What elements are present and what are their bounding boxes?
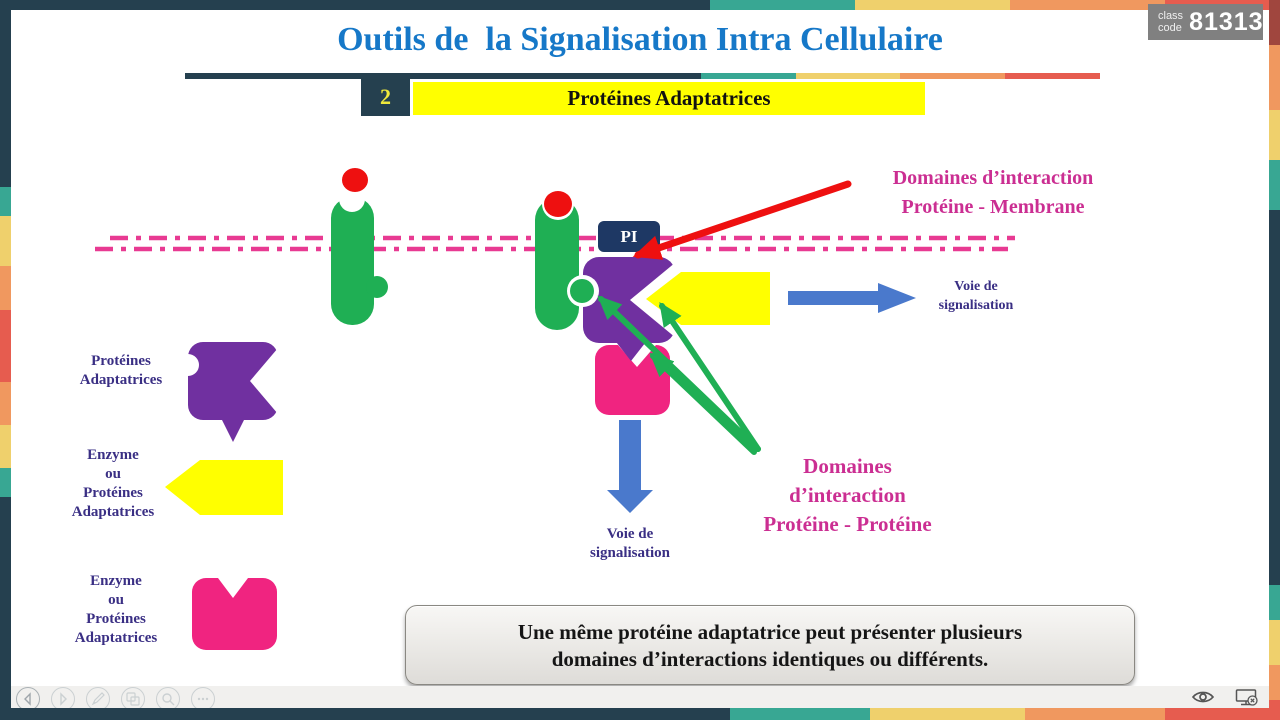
presenter-toolbar [11,686,1269,711]
label-line: Protéines [83,485,143,501]
protein-interaction-arrow-2 [659,302,761,452]
protein-interaction-arrow-1 [597,295,761,452]
note-box: Une même protéine adaptatrice peut prése… [405,605,1135,685]
strip-segment [1025,708,1165,720]
label-line: Protéines [86,611,146,627]
label-line: ou [105,466,121,482]
class-code-badge: class code 81313 [1148,4,1263,40]
end-slideshow-button[interactable] [1235,688,1259,712]
magnifier-icon [162,693,175,706]
section-number: 2 [361,78,410,116]
label-voie-bottom: Voie de signalisation [573,525,687,563]
strip-segment [730,708,870,720]
eye-icon [1191,691,1215,703]
label-line: Enzyme [90,573,142,589]
label-domains-protein: Domaines d’interaction Protéine - Protéi… [740,452,955,539]
strip-segment [1269,160,1280,210]
strip-segment [855,0,1010,10]
slide-title: Outils de la Signalisation Intra Cellula… [337,21,943,58]
receptor-inactive-shape [331,186,388,325]
forward-arrow-icon [60,692,67,706]
strip-segment [710,0,855,10]
signal-arrow-down [607,420,653,513]
slides-grid-icon [126,692,140,706]
strip-segment [1269,585,1280,620]
badge-word-code: code [1158,22,1182,34]
strip-segment [0,382,11,425]
legend-adapter-shape [177,342,278,442]
label-domains-membrane: Domaines d’interaction Protéine - Membra… [848,164,1138,222]
strip-segment [0,0,710,10]
strip-segment [0,266,11,310]
badge-word-class: class [1158,10,1184,22]
strip-segment [1269,210,1280,585]
note-line: Une même protéine adaptatrice peut prése… [517,620,1023,644]
strip-segment [1269,665,1280,700]
label-line: Adaptatrices [79,372,163,388]
strip-segment [1269,45,1280,110]
label-legend-adapter: Protéines Adaptatrices [66,352,176,390]
strip-segment [1269,620,1280,665]
label-line: signalisation [589,545,671,561]
strip-segment [0,468,11,497]
strip-segment [1269,0,1280,45]
label-voie-right: Voie de signalisation [920,277,1032,315]
ellipsis-icon [197,697,209,701]
adapter-tab-shape [613,338,649,361]
ligand-free-shape [342,168,368,192]
label-line: Domaines d’interaction [892,167,1094,189]
membrane-interaction-arrow [632,180,852,260]
label-line: Adaptatrices [74,630,158,646]
receptor-bump-shape [570,279,594,303]
strip-segment [1165,708,1280,720]
label-line: Enzyme [87,447,139,463]
class-code-caption: class code [1158,10,1183,34]
class-code-value: 81313 [1189,7,1264,36]
back-arrow-icon [24,692,31,706]
signal-arrow-right [788,283,916,313]
label-line: ou [108,592,124,608]
label-legend-enzyme-yellow: Enzyme ou Protéines Adaptatrices [58,446,168,522]
strip-segment [0,187,11,216]
section-banner: Protéines Adaptatrices [413,82,925,115]
strip-segment [870,708,1025,720]
underline-segment [1005,73,1100,79]
end-slideshow-icon [1235,689,1258,706]
ligand-bound-shape [544,191,572,217]
label-line: Voie de [606,526,654,542]
pen-icon [91,692,105,706]
legend-enzyme-arrow-shape [165,460,283,515]
strip-segment [0,216,11,266]
underline-segment [796,73,900,79]
underline-segment [900,73,1005,79]
legend-enzyme-shape [192,578,277,650]
strip-segment [0,497,11,720]
label-line: Voie de [954,279,998,294]
strip-segment [0,708,730,720]
strip-segment [1269,110,1280,160]
label-legend-enzyme-pink: Enzyme ou Protéines Adaptatrices [60,572,172,648]
strip-segment [0,310,11,382]
label-line: signalisation [938,298,1014,313]
strip-segment [1010,0,1165,10]
receptor-active-shape [535,188,579,330]
strip-segment [0,0,11,187]
label-line: Domaines [803,454,892,478]
label-line: Protéines [91,353,151,369]
strip-segment [0,425,11,468]
protein-interaction-arrow-3 [649,352,757,455]
label-line: Adaptatrices [71,504,155,520]
note-line: domaines d’interactions identiques ou di… [551,647,989,671]
label-line: d’interaction [789,483,906,507]
underline-segment [185,73,701,79]
label-line: Protéine - Protéine [763,512,932,536]
label-line: Protéine - Membrane [901,196,1085,218]
pi-label: PI [620,227,638,246]
hide-controls-button[interactable] [1191,689,1215,710]
underline-segment [701,73,796,79]
